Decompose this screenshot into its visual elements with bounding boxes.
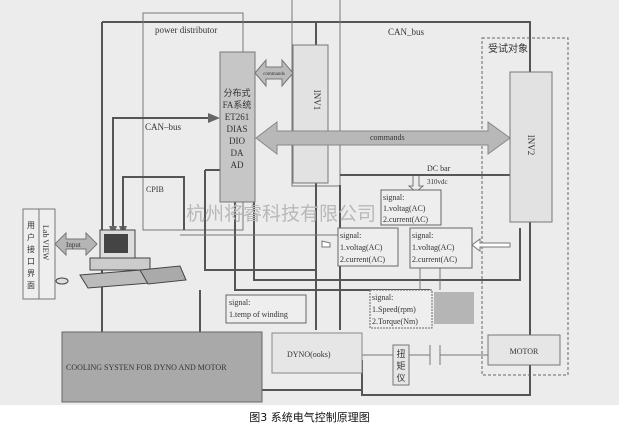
dyno-box [271,332,363,374]
inv1-box [292,44,329,184]
signal-title: signal: [340,231,361,240]
dyno-label: DYNO(ooks) [287,350,331,359]
signal-line: 1.Speed(rpm) [372,305,416,314]
input-arrow [54,231,98,257]
inv1-label: INV1 [312,90,322,111]
dc-bar-label: DC bar [427,164,451,173]
fa-system-box [219,51,256,203]
control-diagram: 受试对象 分布式 FA系统 ET261 DIAS DIO DA AD power… [0,0,619,405]
fa-system-text: 分布式 FA系统 ET261 DIAS DIO DA AD [223,87,252,170]
torque-meter-char: 仪 [396,373,405,383]
can-bus-top-label: CAN_bus [388,27,425,37]
input-label: Input [66,241,81,249]
signal-box-inv1: signal: 1.voltag(AC) 2.current(AC) [337,227,399,267]
fa-line: FA系统 [223,99,252,110]
signal-line: 1.temp of winding [229,310,288,319]
torque-meter-box [392,344,410,386]
power-distributor-label: power distributor [155,25,217,35]
arrowhead-icon [208,113,220,123]
cpib-label: CPIB [146,185,164,194]
noise-blob [434,292,474,324]
signal-line: 1.voltag(AC) [340,243,383,252]
commands-small-label: commands [263,72,285,77]
dc-voltage-label: 310vdc [427,178,448,186]
cooling-system-box [61,331,263,403]
signal-box-dc: signal: 1.voltag(AC) 2.current(AC) [380,189,442,226]
signal-title: signal: [229,298,250,307]
can-bus-left-line [112,117,210,232]
watermark: 杭州将睿科技有限公司 [186,203,376,225]
signal-line: 2.current(AC) [340,255,385,264]
computer-icon [55,229,187,289]
labview-label: Lab VIEW [41,225,50,261]
signal-arrows [321,238,511,252]
signal-box-speed: signal: 1.Speed(rpm) 2.Torque(Nm) [369,289,433,329]
fa-line: ET261 [225,112,250,122]
fa-line: AD [231,160,244,170]
signal-line: 2.Torque(Nm) [372,317,418,326]
shaft [362,345,488,365]
signal-title: signal: [383,193,404,202]
torque-meter-char: 矩 [396,360,405,371]
can-bus-left-label: CAN–bus [145,122,182,132]
signal-title: signal: [412,231,433,240]
user-interface-label: 用户接口界面 [27,221,35,290]
cpib-box [122,176,185,232]
fa-line: DIAS [226,124,247,134]
signal-line: 1.voltag(AC) [383,204,426,213]
signal-line: 2.current(AC) [412,255,457,264]
power-distributor-box [142,12,244,231]
wires [204,169,521,330]
test-object-label: 受试对象 [488,42,528,55]
test-object-box [481,37,569,376]
motor-label: MOTOR [510,347,539,356]
torque-meter-char: 扭 [396,348,405,359]
inv2-box [509,71,553,223]
signal-line: 1.voltag(AC) [412,243,455,252]
fa-line: 分布式 [223,87,250,98]
signal-box-temp: signal: 1.temp of winding [225,294,307,324]
inv2-label: INV2 [526,135,536,156]
cooling-system-label: COOLING SYSTEN FOR DYNO AND MOTOR [66,363,227,372]
signal-title: signal: [372,293,393,302]
signal-box-inv2: signal: 1.voltag(AC) 2.current(AC) [409,227,473,269]
commands-big-label: commands [370,133,405,142]
can-bus-line [102,21,531,72]
fa-line: DIO [229,136,245,146]
fa-line: DA [231,148,244,158]
motor-box [487,334,561,366]
user-interface-text: 用户接口界面 [27,221,35,290]
figure-caption: 图3 系统电气控制原理图 [249,411,370,424]
signal-line: 2.current(AC) [383,215,428,224]
